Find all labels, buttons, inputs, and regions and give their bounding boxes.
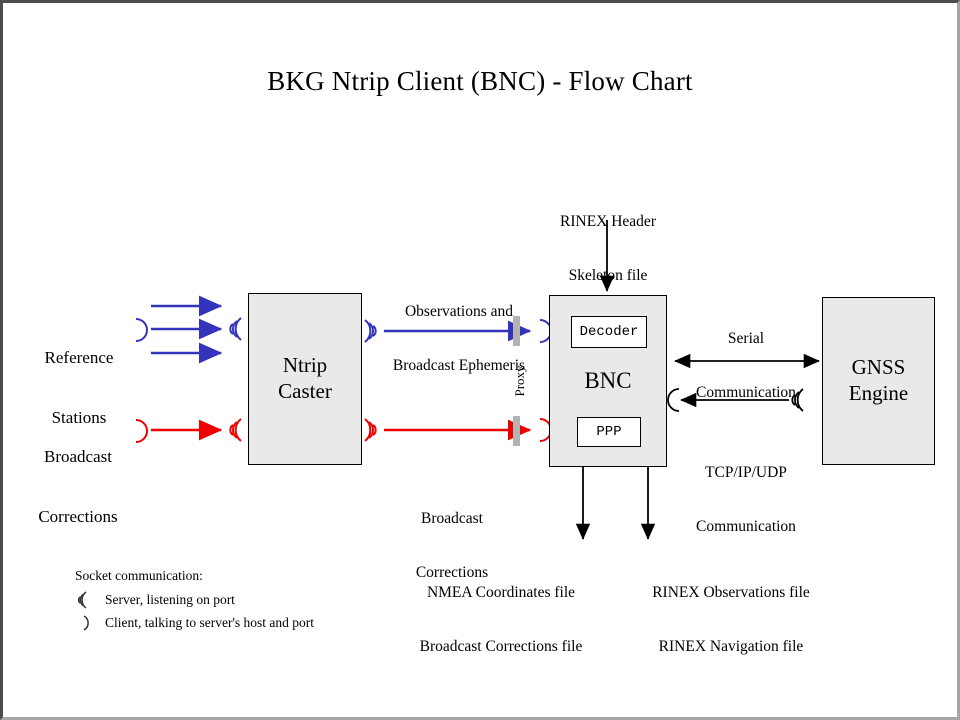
out-right-line2: RINEX Navigation file [658, 638, 804, 656]
out-left-line2: Broadcast Corrections file [419, 638, 583, 656]
label-tcpip-communication: TCP/IP/UDP Communication [671, 427, 821, 573]
bc-in-line2: Corrections [38, 507, 118, 527]
proxy-bar-bottom [513, 416, 520, 446]
node-ppp[interactable]: PPP [577, 417, 641, 447]
node-ntrip-caster[interactable]: Ntrip Caster [248, 293, 362, 465]
proxy-bar-top [513, 316, 520, 346]
antenna-server-icon [77, 590, 87, 609]
label-observations-ephemeris: Observations and Broadcast Ephemeris [371, 266, 547, 412]
label-output-left: NMEA Coordinates file Broadcast Correcti… [401, 547, 601, 693]
observations-line1: Observations and [404, 302, 514, 320]
legend-row-client: Client, talking to server's host and por… [75, 611, 314, 634]
label-reference-stations: Reference Stations [23, 308, 135, 468]
tcpip-line1: TCP/IP/UDP [705, 463, 787, 481]
ppp-label: PPP [596, 424, 622, 440]
serial-line2: Communication [696, 384, 796, 402]
gnss-line2: Engine [848, 381, 909, 405]
observations-line2: Broadcast Ephemeris [392, 357, 526, 375]
rinex-header-line1: RINEX Header [560, 212, 656, 230]
legend-row-server: Server, listening on port [75, 588, 314, 611]
serial-line1: Serial [727, 329, 765, 347]
out-left-line1: NMEA Coordinates file [426, 583, 576, 601]
bc-mid-line1: Broadcast [421, 509, 483, 527]
bnc-label: BNC [584, 367, 632, 393]
label-broadcast-corrections-mid: Broadcast Corrections [387, 473, 517, 619]
gnss-line1: GNSS [851, 355, 906, 380]
tcpip-line2: Communication [696, 518, 796, 536]
label-serial-communication: Serial Communication [671, 293, 821, 439]
legend: Socket communication: Server, listening … [75, 568, 314, 634]
page-title: BKG Ntrip Client (BNC) - Flow Chart [267, 66, 693, 96]
ntrip-caster-line2: Caster [278, 379, 332, 403]
reference-stations-line1: Reference [44, 348, 114, 368]
reference-stations-line2: Stations [51, 408, 107, 428]
out-right-line1: RINEX Observations file [652, 583, 810, 601]
decoder-label: Decoder [579, 324, 639, 340]
legend-server-text: Server, listening on port [105, 591, 235, 607]
legend-client-text: Client, talking to server's host and por… [105, 614, 315, 630]
label-rinex-header-skeleton: RINEX Header Skeleton file [523, 176, 693, 322]
rinex-header-line2: Skeleton file [568, 267, 648, 285]
bc-mid-line2: Corrections [415, 564, 489, 582]
label-output-right: RINEX Observations file RINEX Navigation… [633, 547, 829, 693]
client-paren-icon [83, 614, 89, 631]
label-broadcast-corrections-input: Broadcast Corrections [21, 407, 135, 567]
bc-in-line1: Broadcast [44, 447, 112, 467]
diagram-canvas: BKG Ntrip Client (BNC) - Flow Chart [3, 3, 957, 717]
legend-title: Socket communication: [75, 568, 203, 583]
node-gnss-engine[interactable]: GNSS Engine [822, 297, 935, 465]
node-decoder[interactable]: Decoder [571, 316, 647, 348]
ntrip-caster-line1: Ntrip [282, 353, 328, 378]
